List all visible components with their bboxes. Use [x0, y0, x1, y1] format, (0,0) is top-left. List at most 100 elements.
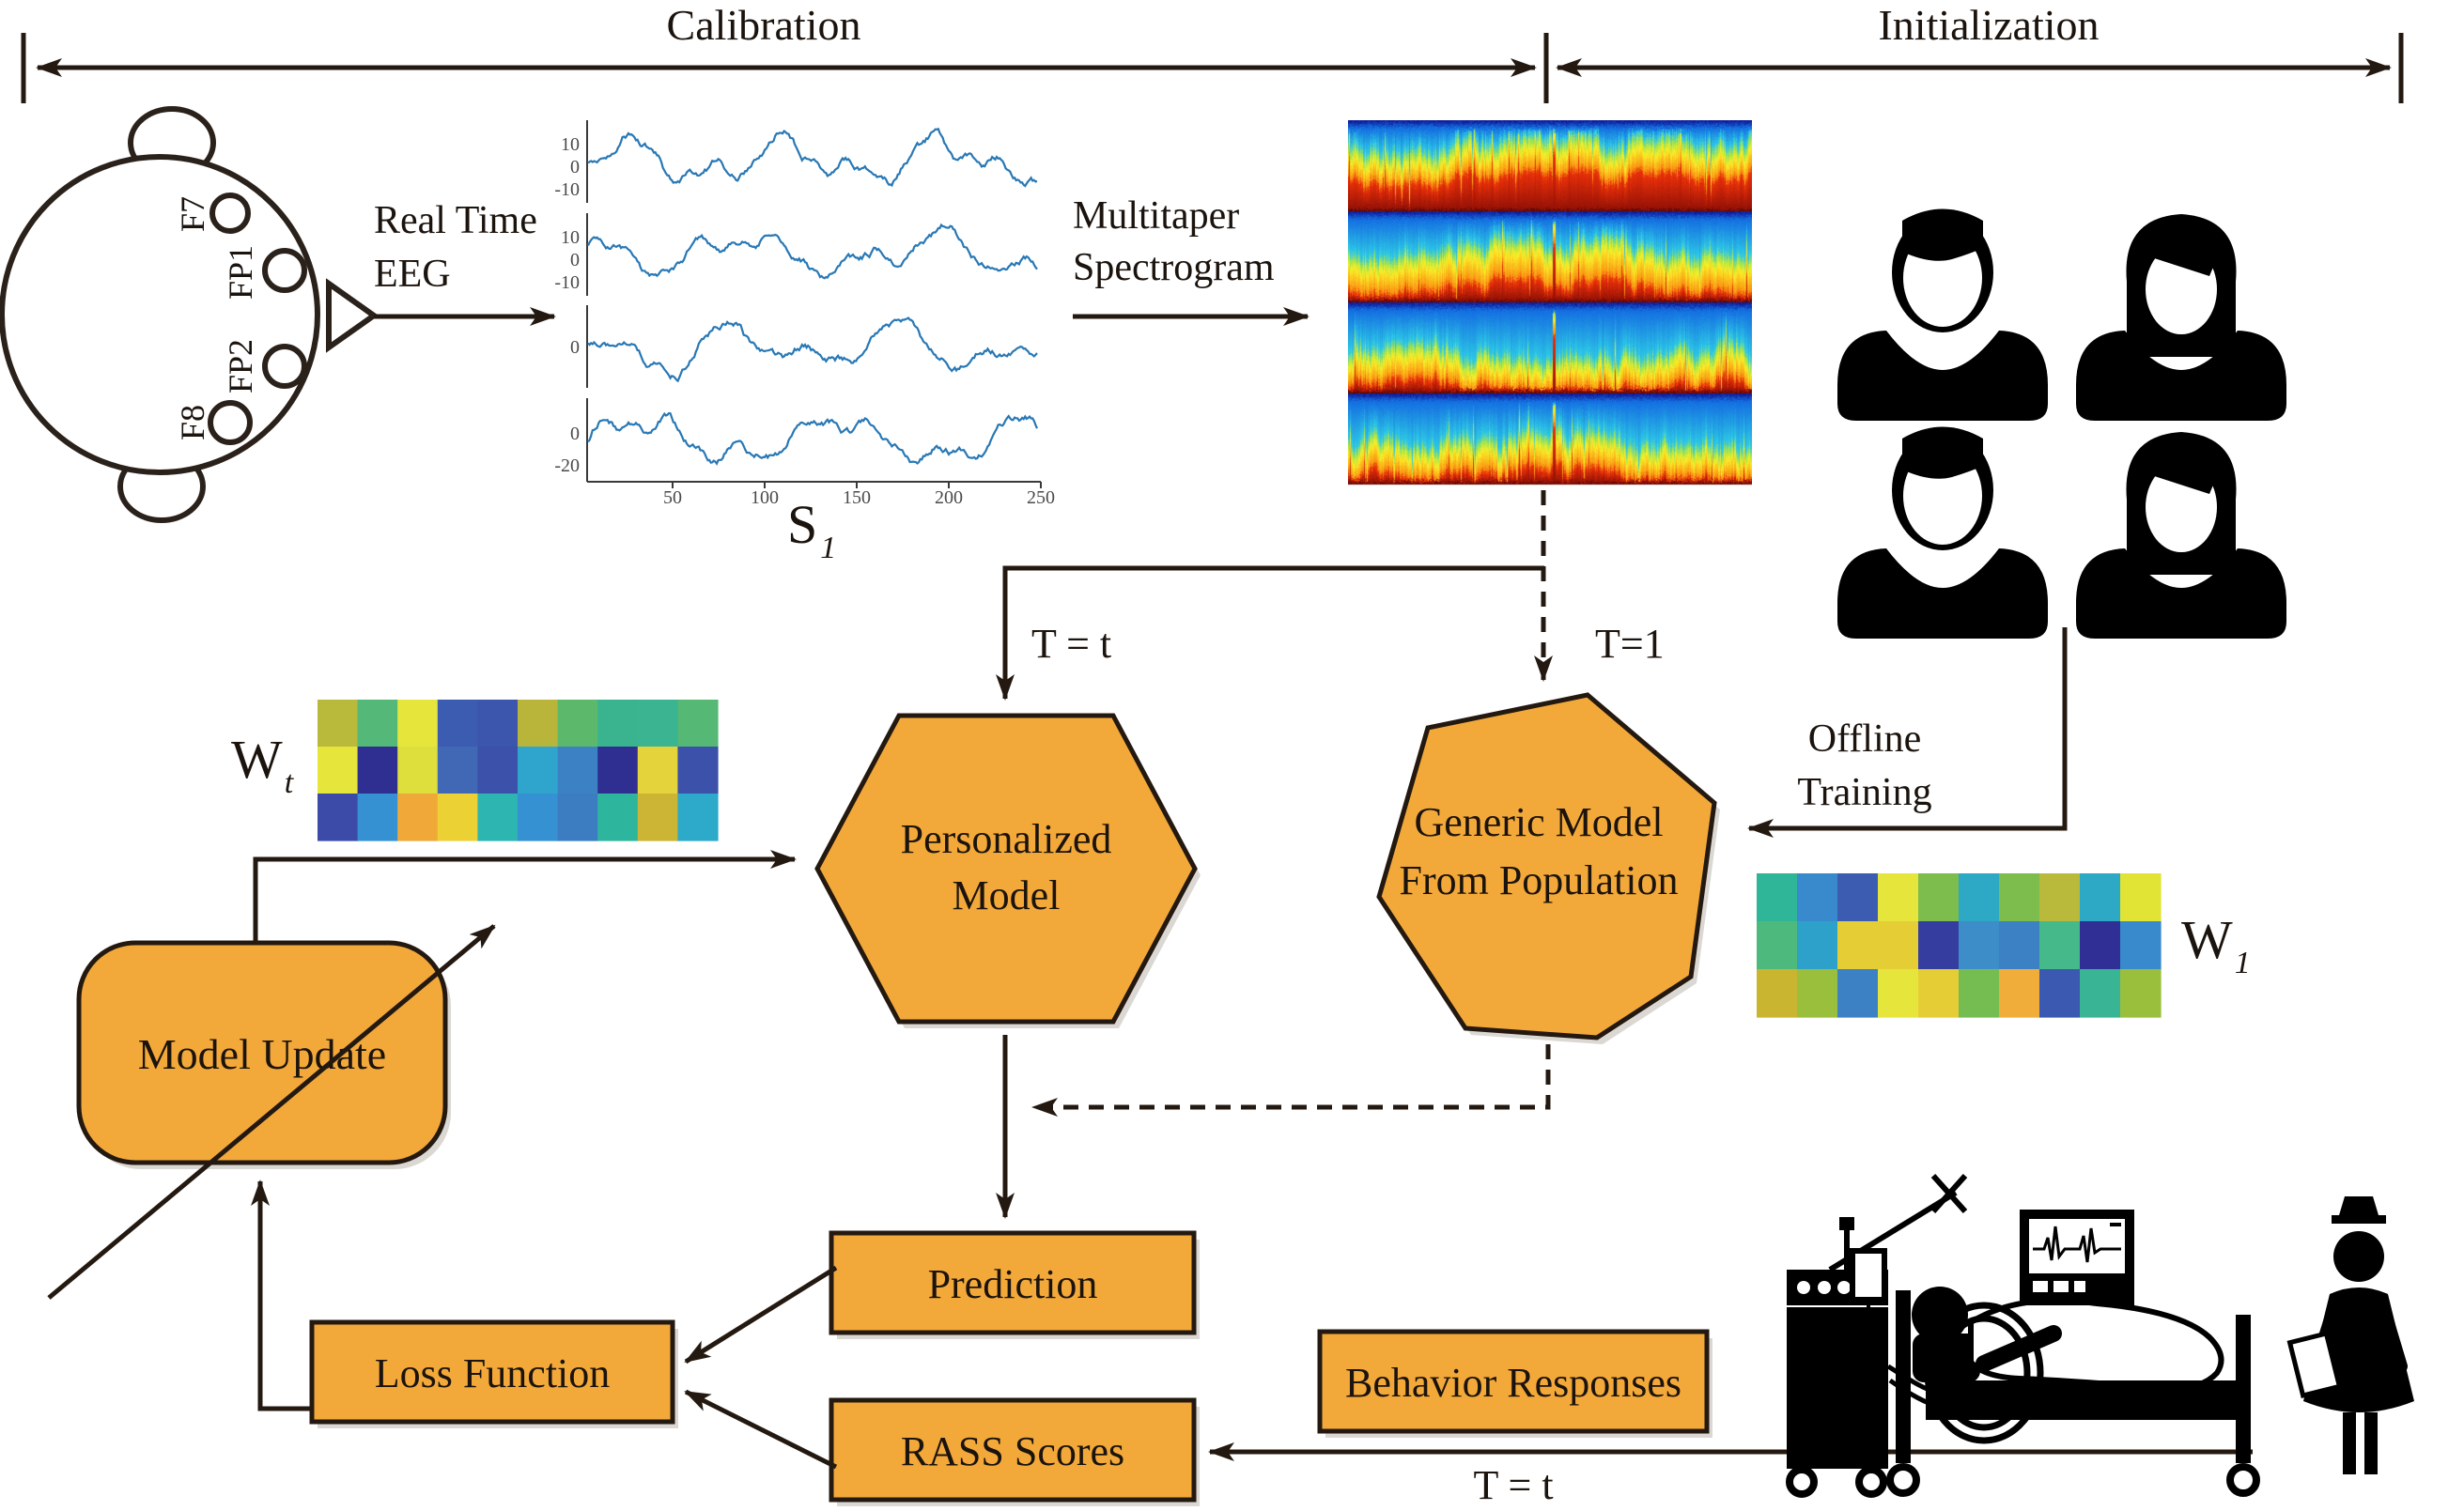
electrode-f7-label: F7	[174, 196, 211, 232]
matrix-cell	[1918, 921, 1960, 970]
vitals-monitor-icon	[2020, 1210, 2134, 1305]
electrode-f7	[209, 193, 251, 234]
matrix-cell	[437, 794, 478, 841]
matrix-cell	[1757, 969, 1798, 1018]
svg-text:-10: -10	[554, 179, 580, 200]
wt-label: Wt	[231, 729, 295, 800]
tubing-loop-inner	[1937, 1315, 2031, 1431]
matrix-cell	[1959, 921, 2000, 970]
loss-to-model-update-arrow	[251, 1180, 312, 1411]
matrix-cell	[437, 747, 478, 794]
matrix-cell	[397, 747, 439, 794]
nurse-icon	[2286, 1196, 2414, 1474]
offline-training-path: Offline Training	[1747, 627, 2068, 838]
matrix-cell	[518, 700, 559, 748]
generic-model-label1: Generic Model	[1414, 799, 1663, 845]
iv-pole-icon	[1828, 1173, 1968, 1364]
wt-heatmap	[318, 700, 719, 841]
model-update-node: Model Update	[47, 924, 496, 1300]
matrix-cell	[1797, 921, 1838, 970]
matrix-cell	[318, 747, 359, 794]
svg-text:250: 250	[1027, 487, 1055, 508]
prediction-node: Prediction	[829, 1230, 1200, 1339]
matrix-cell	[477, 747, 519, 794]
eeg-trace-line	[586, 223, 1038, 280]
svg-text:200: 200	[935, 487, 963, 508]
avatar-woman-2	[2076, 432, 2286, 639]
eeg-trace-line	[587, 127, 1038, 188]
matrix-cell	[1878, 873, 1919, 922]
matrix-cell	[1837, 873, 1879, 922]
matrix-cell	[518, 794, 559, 841]
behavior-label: Behavior Responses	[1345, 1360, 1681, 1406]
rass-to-loss-arrow	[684, 1389, 838, 1470]
matrix-cell	[637, 794, 678, 841]
electrode-fp2-label: FP2	[222, 339, 259, 393]
w1-heatmap	[1757, 873, 2162, 1018]
model-update-diagonal-arrow	[47, 924, 496, 1300]
eeg-y-ticks: 10 0 -10 10 0 -10 0 0 -20	[554, 134, 580, 476]
matrix-cell	[357, 700, 398, 748]
ecg-trace	[2033, 1226, 2121, 1263]
matrix-cell	[1878, 921, 1919, 970]
w1-matrix: W1	[1757, 873, 2251, 1018]
svg-text:0: 0	[570, 337, 580, 358]
matrix-cell	[518, 747, 559, 794]
matrix-cell	[357, 747, 398, 794]
matrix-cell	[557, 794, 598, 841]
real-time-label-line2: EEG	[374, 253, 451, 296]
loss-label: Loss Function	[375, 1350, 611, 1396]
spectrogram-image	[1348, 120, 1752, 486]
behavior-to-rass-path: T = t	[1208, 1442, 2253, 1508]
signal-s1-label: S1	[787, 494, 836, 565]
generic-model-shape	[1376, 692, 1717, 1041]
matrix-cell	[477, 700, 519, 748]
matrix-cell	[637, 700, 678, 748]
matrix-cell	[597, 700, 639, 748]
matrix-cell	[677, 700, 719, 748]
multitaper-label-line2: Spectrogram	[1073, 246, 1275, 289]
electrode-fp2	[262, 344, 307, 389]
matrix-cell	[557, 747, 598, 794]
svg-text:0: 0	[570, 250, 580, 270]
offline-label-line1: Offline	[1808, 717, 1922, 761]
generic-model-node: Generic Model From Population	[1376, 692, 1720, 1044]
t-equals-t-bottom-label: T = t	[1473, 1462, 1553, 1508]
patient-head	[1912, 1287, 1968, 1343]
real-time-eeg-arrow: Real Time EEG	[374, 199, 556, 326]
matrix-cell	[397, 794, 439, 841]
matrix-cell	[1878, 969, 1919, 1018]
prediction-label: Prediction	[928, 1261, 1098, 1307]
real-time-label-line1: Real Time	[374, 199, 537, 242]
svg-text:150: 150	[843, 487, 871, 508]
rass-shape	[829, 1397, 1197, 1503]
calibration-label: Calibration	[667, 1, 861, 49]
avatar-man-2	[1837, 426, 2048, 639]
matrix-cell	[557, 700, 598, 748]
model-update-to-personalized-arrow	[253, 850, 797, 943]
matrix-cell	[318, 700, 359, 748]
icu-scene	[1786, 1173, 2414, 1498]
tubing-loop-outer	[1924, 1302, 2044, 1444]
wt-matrix: Wt	[231, 700, 719, 841]
matrix-cell	[677, 747, 719, 794]
initialization-span: Initialization	[1543, 1, 2404, 103]
svg-text:10: 10	[561, 134, 580, 155]
generic-to-pipeline-dashed-arrow	[1031, 1044, 1551, 1117]
personalized-model-label1: Personalized	[901, 816, 1112, 862]
offline-training-arrow	[1747, 627, 2068, 838]
personalized-model-label2: Model	[953, 872, 1061, 918]
t-equals-t-arrow	[996, 565, 1544, 701]
multitaper-arrow: Multitaper Spectrogram	[1073, 194, 1309, 326]
matrix-cell	[2120, 921, 2162, 970]
svg-text:-10: -10	[554, 272, 580, 293]
initialization-label: Initialization	[1878, 1, 2099, 49]
matrix-cell	[2080, 873, 2121, 922]
matrix-cell	[1999, 969, 2040, 1018]
electrode-fp1	[262, 248, 307, 293]
head-outline	[0, 154, 320, 475]
rass-node: RASS Scores	[829, 1397, 1200, 1506]
matrix-cell	[1797, 873, 1838, 922]
matrix-cell	[1918, 873, 1960, 922]
